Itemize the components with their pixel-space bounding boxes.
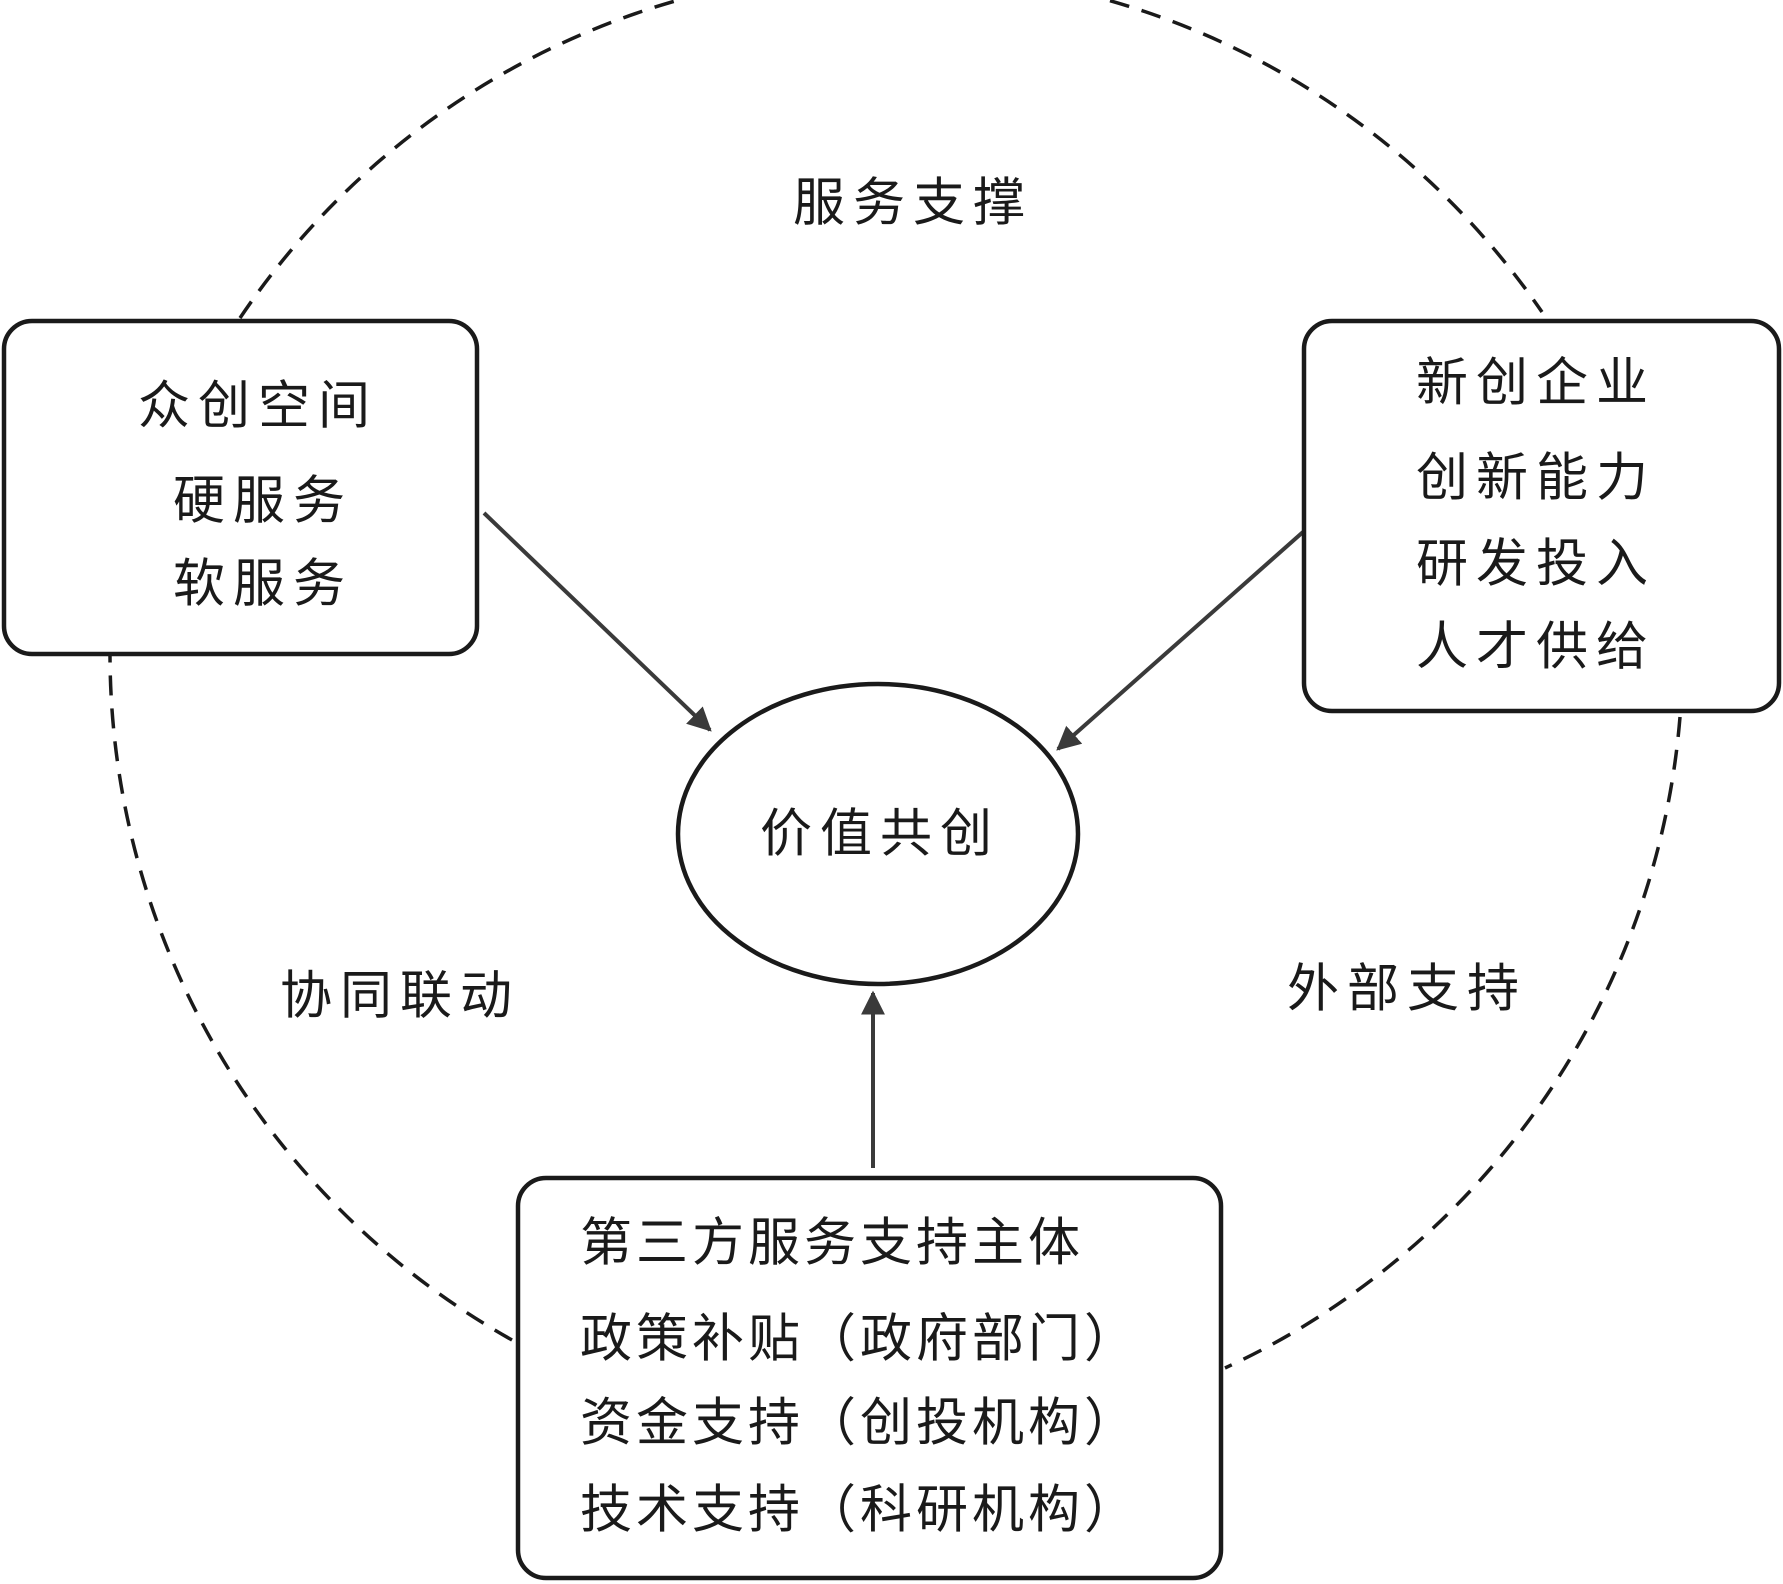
bottom-box-line: 资金支持（创投机构）	[580, 1394, 1140, 1454]
bottom-box-line: 技术支持（科研机构）	[580, 1481, 1140, 1541]
left-box-line: 硬服务	[173, 472, 353, 532]
bottom-box-line: 政策补贴（政府部门）	[580, 1310, 1140, 1370]
right-box-line: 创新能力	[1416, 449, 1656, 509]
bottom-box-line: 第三方服务支持主体	[580, 1214, 1084, 1274]
label-right: 外部支持	[1287, 960, 1527, 1020]
outer-dashed-arc-top	[238, 0, 1544, 319]
right-box-line: 新创企业	[1416, 354, 1656, 414]
center-label: 价值共创	[760, 805, 1000, 865]
arrow-left-to-center	[482, 511, 712, 732]
label-left: 协同联动	[280, 967, 520, 1027]
left-box-line: 众创空间	[138, 377, 378, 437]
left-box	[1, 318, 480, 657]
outer-dashed-arc-left	[108, 655, 513, 1342]
right-box	[1301, 318, 1782, 714]
outer-dashed-arc-right	[1224, 716, 1682, 1370]
left-box-line: 软服务	[173, 555, 353, 615]
arrow-right-to-center	[1056, 530, 1305, 751]
right-box-line: 人才供给	[1416, 618, 1656, 678]
right-box-line: 研发投入	[1416, 535, 1656, 595]
bottom-box	[515, 1175, 1224, 1581]
center-ellipse	[675, 681, 1081, 987]
label-top: 服务支撑	[793, 174, 1033, 234]
